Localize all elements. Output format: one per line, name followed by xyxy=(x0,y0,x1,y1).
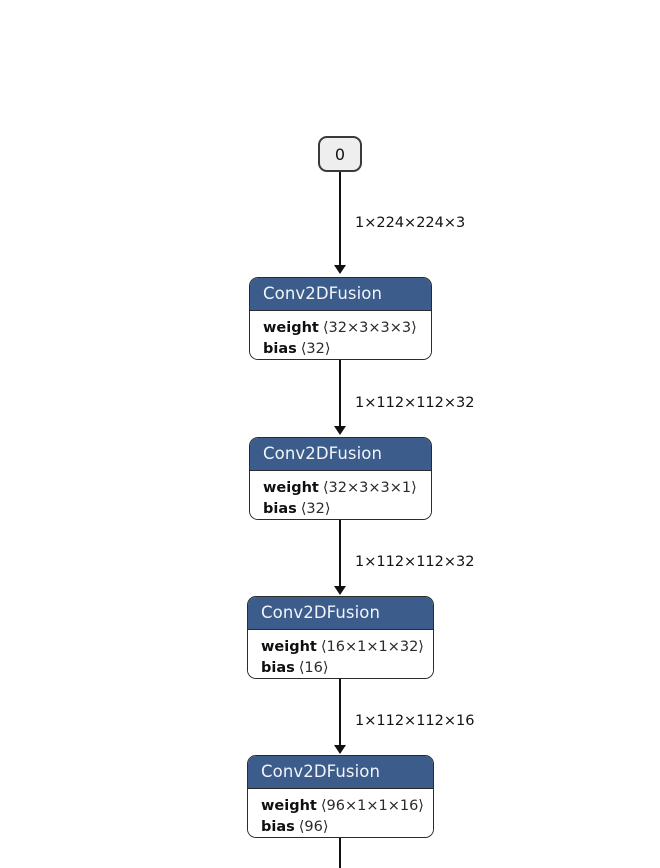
attribute-value: ⟨32⟩ xyxy=(300,341,331,357)
attribute-value: ⟨32×3×3×1⟩ xyxy=(322,480,417,496)
graph-edge-arrow-3 xyxy=(334,745,346,754)
graph-node-title-2: Conv2DFusion xyxy=(250,438,431,471)
graph-node-attribute-row: bias⟨32⟩ xyxy=(263,499,419,519)
graph-edge-arrow-2 xyxy=(334,586,346,595)
graph-edge-arrow-1 xyxy=(334,426,346,435)
attribute-key: weight xyxy=(263,480,319,496)
attribute-key: bias xyxy=(261,660,295,676)
attribute-key: weight xyxy=(263,320,319,336)
input-node-label: 0 xyxy=(334,144,346,164)
attribute-value: ⟨16×1×1×32⟩ xyxy=(320,639,424,655)
attribute-key: weight xyxy=(261,639,317,655)
graph-edge-label-3: 1×112×112×16 xyxy=(355,713,475,729)
graph-node-attribute-row: bias⟨16⟩ xyxy=(261,658,421,678)
attribute-value: ⟨32×3×3×3⟩ xyxy=(322,320,417,336)
graph-edge-label-1: 1×112×112×32 xyxy=(355,395,475,411)
graph-node-attribute-row: weight⟨96×1×1×16⟩ xyxy=(261,796,424,817)
attribute-value: ⟨32⟩ xyxy=(300,501,331,517)
graph-node-conv2dfusion-4[interactable]: Conv2DFusion weight⟨96×1×1×16⟩ bias⟨96⟩ xyxy=(247,755,434,838)
graph-node-attribute-row: weight⟨16×1×1×32⟩ xyxy=(261,637,424,658)
graph-edge-line-1 xyxy=(339,360,341,428)
graph-node-attribute-row: weight⟨32×3×3×1⟩ xyxy=(263,478,419,499)
attribute-value: ⟨16⟩ xyxy=(298,660,329,676)
attribute-key: bias xyxy=(263,341,297,357)
graph-node-title-3: Conv2DFusion xyxy=(248,597,433,630)
graph-node-attribute-row: bias⟨96⟩ xyxy=(261,817,421,837)
graph-node-attribute-row: bias⟨32⟩ xyxy=(263,339,419,359)
graph-edge-line-3 xyxy=(339,679,341,747)
graph-edge-arrow-0 xyxy=(334,265,346,274)
attribute-key: weight xyxy=(261,798,317,814)
attribute-value: ⟨96⟩ xyxy=(298,819,329,835)
graph-node-attributes-4: weight⟨96×1×1×16⟩ bias⟨96⟩ xyxy=(248,789,433,837)
graph-node-attribute-row: weight⟨32×3×3×3⟩ xyxy=(263,318,419,339)
graph-node-attributes-2: weight⟨32×3×3×1⟩ bias⟨32⟩ xyxy=(250,471,431,519)
attribute-key: bias xyxy=(261,819,295,835)
graph-node-attributes-1: weight⟨32×3×3×3⟩ bias⟨32⟩ xyxy=(250,311,431,359)
graph-edge-line-4-partial xyxy=(339,838,341,868)
graph-node-title-1: Conv2DFusion xyxy=(250,278,431,311)
graph-node-conv2dfusion-3[interactable]: Conv2DFusion weight⟨16×1×1×32⟩ bias⟨16⟩ xyxy=(247,596,434,679)
graph-edge-label-2: 1×112×112×32 xyxy=(355,554,475,570)
attribute-key: bias xyxy=(263,501,297,517)
graph-node-input-0[interactable]: 0 xyxy=(318,136,362,172)
graph-node-conv2dfusion-2[interactable]: Conv2DFusion weight⟨32×3×3×1⟩ bias⟨32⟩ xyxy=(249,437,432,520)
graph-edge-label-0: 1×224×224×3 xyxy=(355,215,466,231)
graph-node-attributes-3: weight⟨16×1×1×32⟩ bias⟨16⟩ xyxy=(248,630,433,678)
graph-edge-line-2 xyxy=(339,520,341,588)
attribute-value: ⟨96×1×1×16⟩ xyxy=(320,798,424,814)
graph-node-title-4: Conv2DFusion xyxy=(248,756,433,789)
graph-node-conv2dfusion-1[interactable]: Conv2DFusion weight⟨32×3×3×3⟩ bias⟨32⟩ xyxy=(249,277,432,360)
graph-edge-line-0 xyxy=(339,172,341,267)
